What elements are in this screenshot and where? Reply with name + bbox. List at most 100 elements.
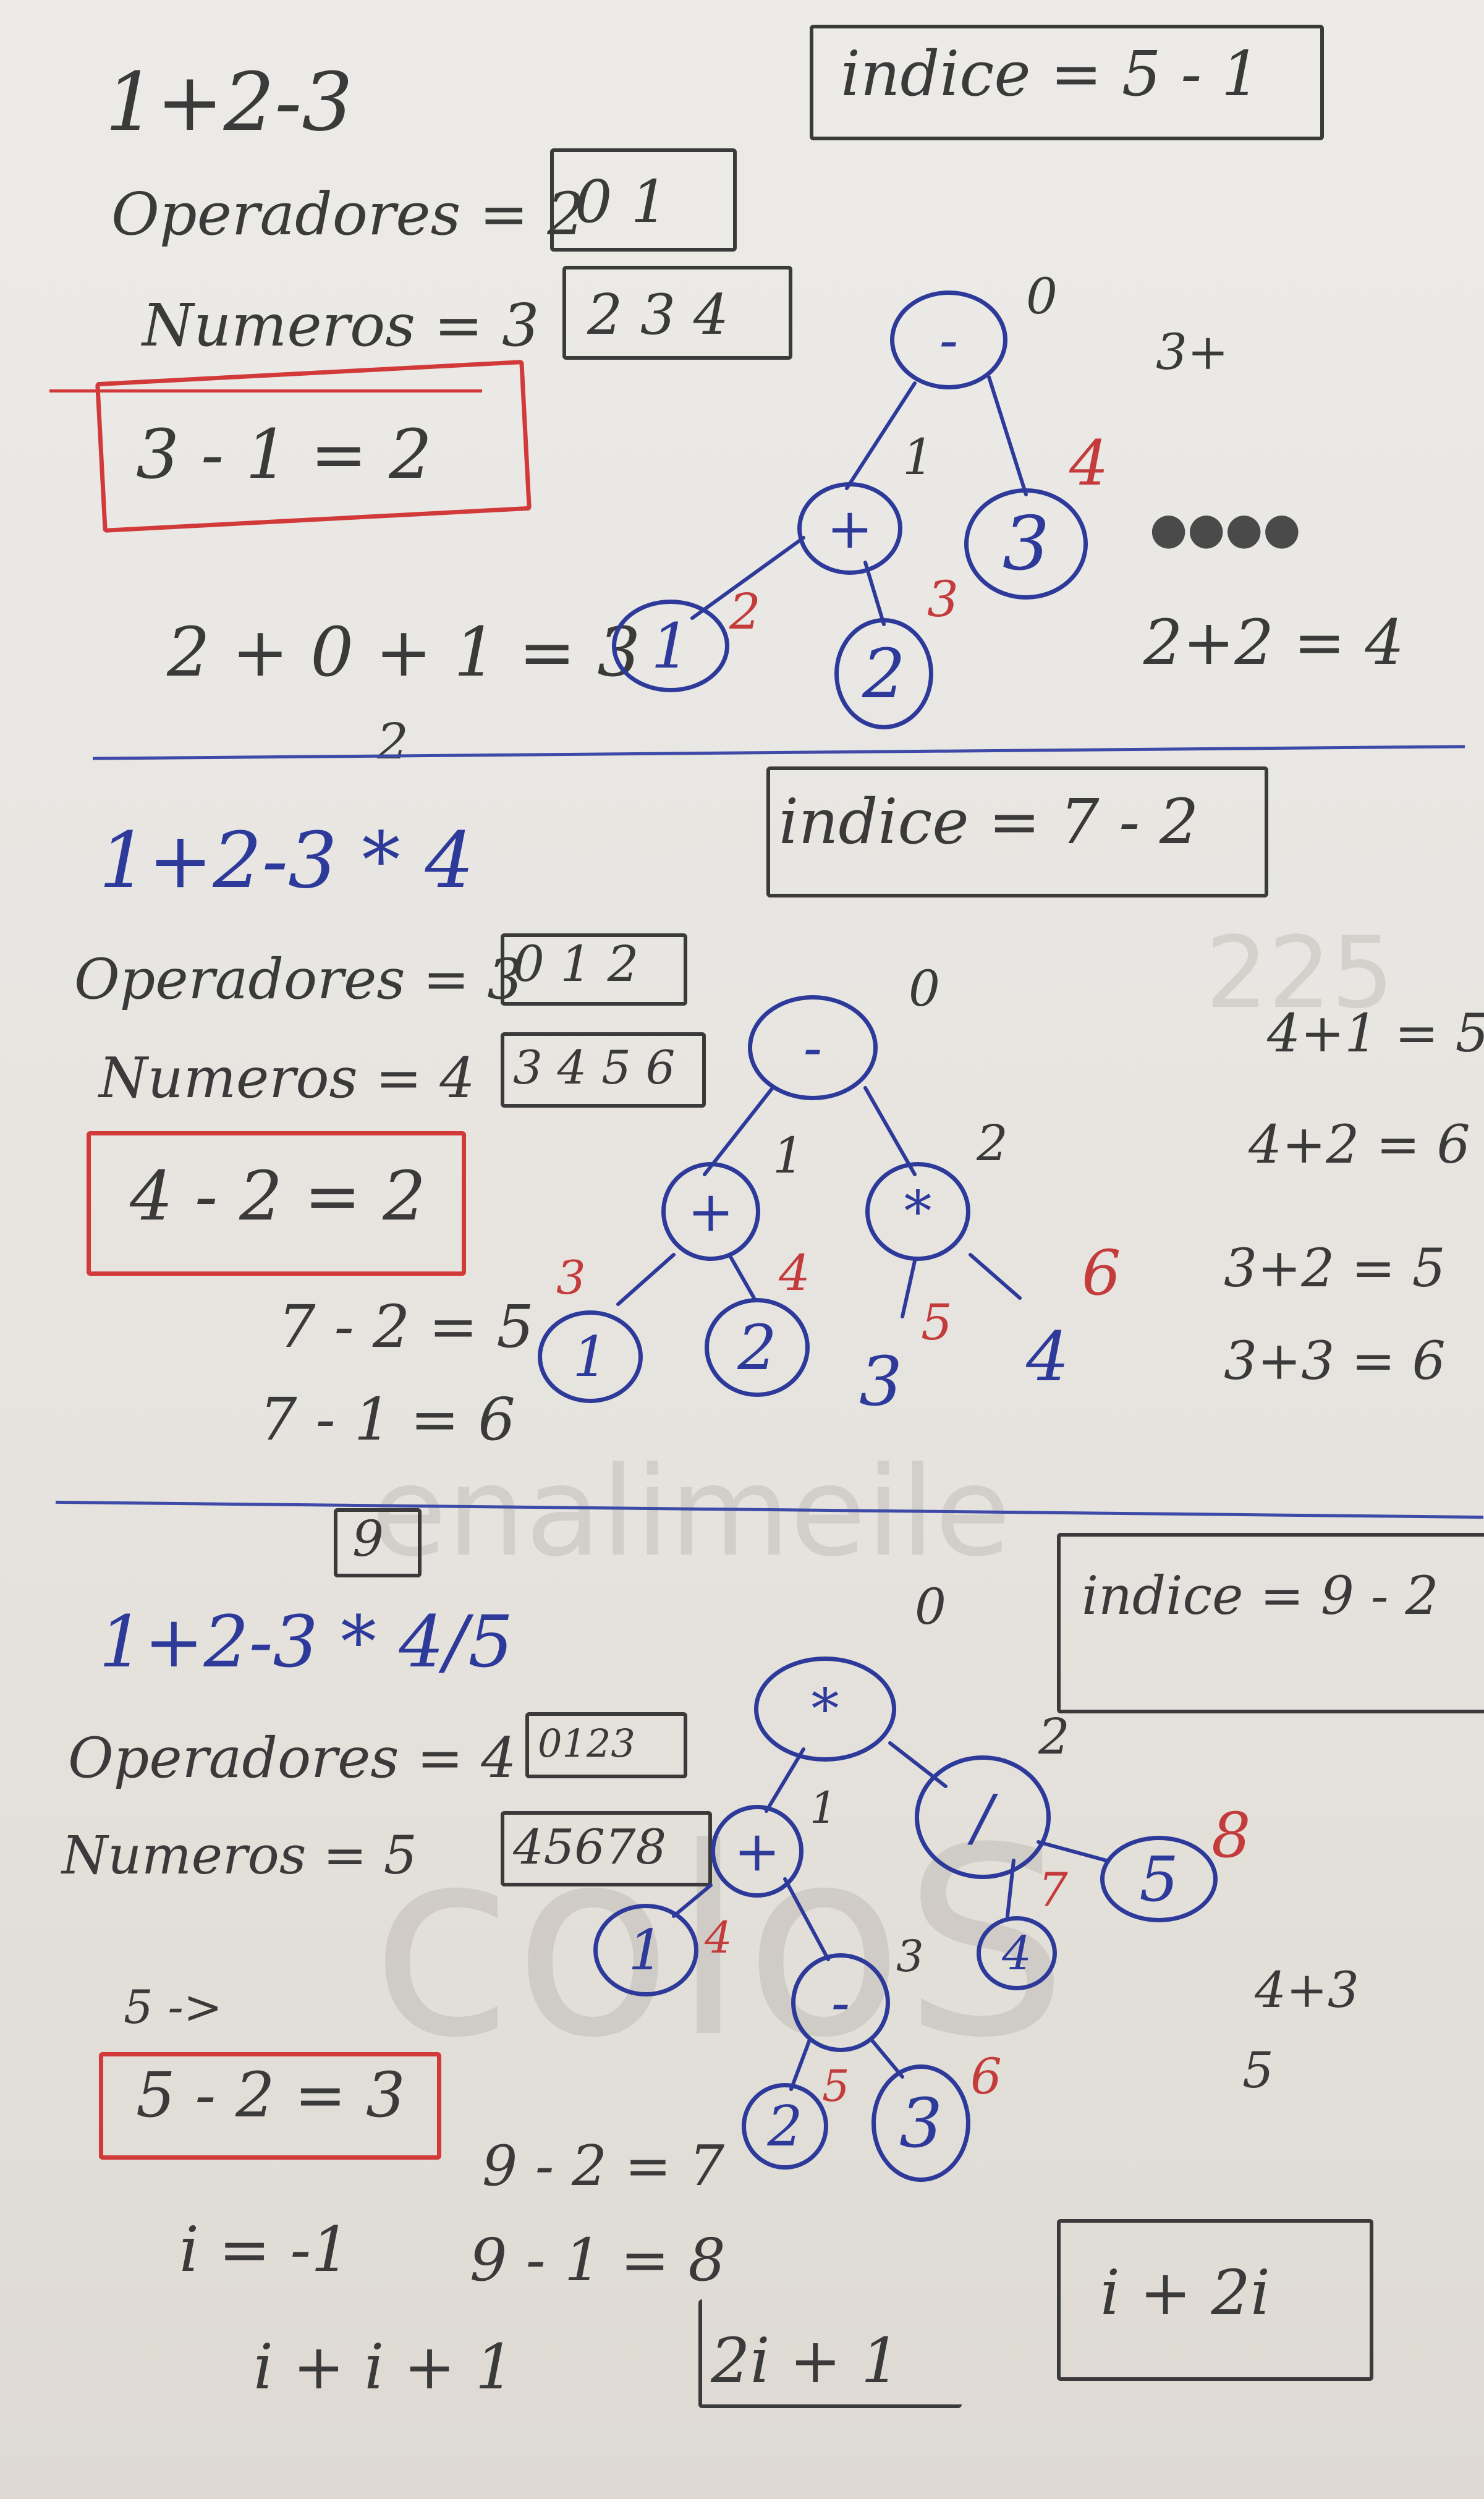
numeros-values-3: 45678 <box>513 1820 667 1875</box>
operadores-values-3: 0123 <box>538 1721 635 1766</box>
i-equation: i = -1 <box>179 2213 350 2286</box>
tree-2-node-left: + <box>661 1162 760 1261</box>
tree-3-node-root: * <box>754 1657 896 1762</box>
tree-2-leaf-rl: 3 <box>859 1342 902 1421</box>
tree-3-index-lml: 5 <box>822 2061 850 2111</box>
operadores-values-1: 0 1 <box>575 168 669 236</box>
tree-1-index-ll: 2 <box>729 583 761 640</box>
calc-2-1: 7 - 2 = 5 <box>278 1293 534 1361</box>
tree-3-index-root: 0 <box>915 1578 946 1636</box>
tree-3-node-rr: 5 <box>1100 1836 1218 1922</box>
red-rule-1 <box>49 389 482 392</box>
tree-3-node-ll: 1 <box>593 1904 698 1996</box>
indice-1: indice = 5 - 1 <box>841 38 1261 110</box>
tree-3-node-lmr: 3 <box>871 2064 970 2182</box>
red-box-text-3: 5 - 2 = 3 <box>136 2059 405 2131</box>
red-box-2 <box>87 1131 466 1276</box>
tree-1-index-root: 0 <box>1026 268 1058 325</box>
tree-2-node-lr: 2 <box>705 1298 810 1397</box>
tree-2-node-right: * <box>865 1162 970 1261</box>
tree-1-index-right: 4 <box>1069 427 1109 499</box>
boxed-text-1: 2i + 1 <box>711 2325 901 2397</box>
calc-1-1: 2 + 0 + 1 = 3 <box>167 613 641 692</box>
expression-2: 1+2-3 * 4 <box>99 816 475 906</box>
numeros-values-2: 3 4 5 6 <box>513 1040 676 1095</box>
boxed-text-2: i + 2i <box>1100 2257 1270 2329</box>
tree-2-node-root: - <box>748 995 878 1100</box>
tree-1-node-lr: 2 <box>834 618 933 729</box>
tree-3-node-right: / <box>915 1755 1051 1879</box>
tree-3-index-lmr: 6 <box>970 2048 1002 2105</box>
tree-3-index-ll: 4 <box>705 1912 732 1963</box>
operadores-values-2: 0 1 2 <box>513 935 639 993</box>
calc-1-2: 2 <box>377 713 409 770</box>
numeros-values-1: 2 3 4 <box>587 282 729 347</box>
tree-1-node-left: + <box>797 482 902 575</box>
i-sum: i + i + 1 <box>253 2331 515 2403</box>
numeros-label-1: Numeros = 3 <box>142 292 540 360</box>
tree-3-index-lm: 3 <box>896 1931 924 1982</box>
tree-1-index-lr: 3 <box>927 571 959 628</box>
tree-3-index-rr: 8 <box>1211 1799 1251 1872</box>
indice-2: indice = 7 - 2 <box>779 786 1199 858</box>
indice-box-2 <box>766 766 1268 897</box>
side-3-2: 5 <box>1242 2042 1274 2099</box>
boxed-expression-1 <box>698 2299 962 2408</box>
operadores-label-3: Operadores = 4 <box>68 1726 517 1791</box>
tree-2-index-rr: 6 <box>1082 1237 1121 1309</box>
small-box-3 <box>334 1508 422 1577</box>
side-2-2: 4+2 = 6 <box>1249 1114 1470 1176</box>
calc-3-2: 9 - 1 = 8 <box>470 2226 726 2294</box>
pre-box-3: 5 -> <box>124 1980 223 2034</box>
tree-2-index-rl: 5 <box>921 1294 952 1351</box>
indice-box-3 <box>1057 1533 1484 1713</box>
tree-2-node-ll: 1 <box>538 1310 643 1403</box>
side-3-1: 4+3 <box>1255 1961 1359 2019</box>
operadores-label-1: Operadores = 2 <box>111 180 585 248</box>
side-2-1: 4+1 = 5 <box>1267 1003 1484 1064</box>
tree-3-node-lml: 2 <box>742 2083 828 2170</box>
tree-2-index-ll: 3 <box>556 1250 586 1305</box>
expression-3: 1+2-3 * 4/5 <box>99 1601 514 1684</box>
scribble: ●●●● <box>1150 503 1301 554</box>
side-2-4: 3+3 = 6 <box>1224 1331 1446 1392</box>
box-top-3: 9 <box>352 1510 384 1568</box>
indice-box-1 <box>810 25 1324 140</box>
operadores-box-1 <box>550 148 737 252</box>
indice-3: indice = 9 - 2 <box>1082 1566 1439 1627</box>
bleed-through-text: 225 <box>1205 915 1394 1030</box>
tree-2-leaf-rr: 4 <box>1026 1317 1069 1396</box>
numeros-box-2 <box>501 1032 706 1108</box>
tree-3-node-left: + <box>711 1805 803 1898</box>
tree-1-index-left: 1 <box>902 428 934 486</box>
tree-3-index-rl: 7 <box>1038 1862 1068 1917</box>
red-box-text-1: 3 - 1 = 2 <box>136 415 433 494</box>
side-2-3: 3+2 = 5 <box>1224 1238 1446 1299</box>
numeros-box-1 <box>562 266 792 360</box>
operadores-box-3 <box>525 1712 687 1778</box>
red-box-3 <box>99 2052 441 2160</box>
numeros-box-3 <box>501 1811 712 1886</box>
numeros-label-2: Numeros = 4 <box>99 1046 475 1111</box>
tree-1-node-root: - <box>890 291 1007 389</box>
calc-2-2: 7 - 1 = 6 <box>260 1386 515 1454</box>
side-1-2: 2+2 = 4 <box>1143 606 1405 679</box>
tree-3-node-rl: 4 <box>977 1916 1057 1990</box>
tree-2-index-left: 1 <box>773 1127 804 1184</box>
operadores-label-2: Operadores = 3 <box>74 947 523 1012</box>
tree-2-index-lr: 4 <box>779 1244 810 1302</box>
tree-1-node-right: 3 <box>964 488 1088 600</box>
boxed-expression-2 <box>1057 2219 1373 2381</box>
side-1-1: 3+ <box>1156 323 1229 381</box>
red-box-text-2: 4 - 2 = 2 <box>130 1156 426 1236</box>
expression-1: 1+2-3 <box>105 55 353 149</box>
tree-3-index-left: 1 <box>810 1783 837 1833</box>
tree-2-index-right: 2 <box>977 1114 1008 1172</box>
calc-3-1: 9 - 2 = 7 <box>482 2134 725 2199</box>
tree-3-node-lm: - <box>791 1953 890 2052</box>
tree-1-node-ll: 1 <box>612 600 729 692</box>
